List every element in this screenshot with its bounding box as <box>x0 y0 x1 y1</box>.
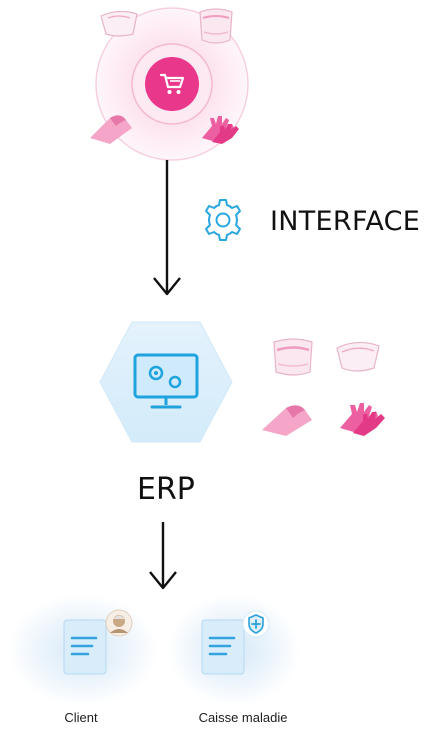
shop-node <box>86 0 258 162</box>
document-icon <box>63 619 107 675</box>
shop-circle <box>95 7 249 161</box>
gloves-icon-erp <box>340 403 385 436</box>
erp-label: ERP <box>137 472 195 507</box>
monitor-settings-icon <box>133 353 199 409</box>
arrow-down-1 <box>153 160 181 296</box>
diaper-pad-icon-erp <box>336 341 380 372</box>
document-icon <box>201 619 245 675</box>
gear-icon <box>205 199 241 241</box>
cart-badge <box>145 57 199 111</box>
document-client <box>8 594 158 706</box>
underpad-roll-icon <box>90 115 132 144</box>
gloves-icon <box>202 116 239 144</box>
diaper-pad-icon <box>100 10 138 37</box>
diaper-pants-icon <box>199 8 233 44</box>
underpad-roll-icon-erp <box>262 405 312 436</box>
interface-label: INTERFACE <box>270 206 421 237</box>
document-label-caisse-maladie: Caisse maladie <box>198 710 288 725</box>
erp-node <box>98 318 234 446</box>
shield-plus-icon <box>242 610 270 638</box>
diaper-pants-icon-erp <box>273 338 313 376</box>
arrow-down-2 <box>149 522 177 590</box>
avatar <box>105 609 133 637</box>
document-label-client: Client <box>64 710 98 725</box>
shopping-cart-icon <box>159 73 185 94</box>
document-caisse-maladie <box>168 594 300 706</box>
